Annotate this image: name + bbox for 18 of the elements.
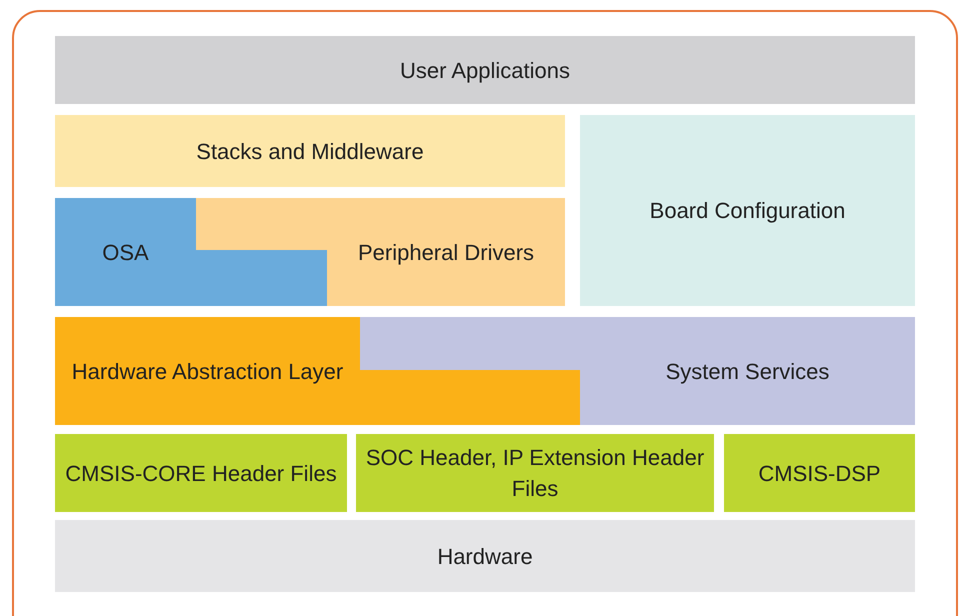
layer-label: User Applications xyxy=(400,56,570,85)
layer-label: OSA xyxy=(102,238,149,266)
layer-box xyxy=(55,115,565,187)
layer-box xyxy=(55,434,347,512)
layer-box xyxy=(580,115,915,306)
layer-label: Board Configuration xyxy=(650,197,846,225)
layer-label: System Services xyxy=(666,358,830,386)
layer-box xyxy=(724,434,915,512)
layer-label: CMSIS-DSP xyxy=(758,460,881,488)
layer-band xyxy=(55,520,915,592)
layer-label: CMSIS-CORE Header Files xyxy=(65,460,337,488)
layer-band xyxy=(55,36,915,104)
layer-box xyxy=(356,434,714,512)
layer-label: Hardware xyxy=(437,542,533,570)
layer-label: Stacks and Middleware xyxy=(196,138,424,166)
layer-label: Hardware Abstraction Layer xyxy=(72,358,344,386)
layer-label: SOC Header, IP Extension Header Files xyxy=(364,444,706,503)
layer-label: Peripheral Drivers xyxy=(358,238,534,267)
